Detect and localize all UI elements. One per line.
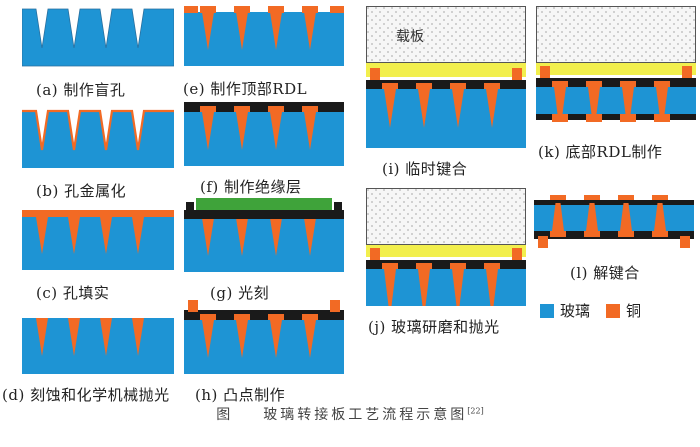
panel-f [184, 100, 344, 168]
carrier-board [366, 6, 526, 63]
panel-k-drawing [536, 6, 696, 122]
copper-swatch-icon [606, 303, 620, 318]
panel-b [22, 108, 174, 170]
copper-vias [202, 320, 316, 358]
bottom-insulation-layer [536, 114, 696, 120]
panel-l-drawing [534, 195, 694, 248]
copper-bumps [540, 66, 692, 78]
top-rdl-pads [382, 83, 500, 89]
insulation-layer [536, 78, 696, 87]
carrier-label: 载板 [396, 29, 424, 45]
caption-l: (l) 解键合 [570, 264, 640, 282]
glass-substrate [22, 318, 174, 374]
caption-k: (k) 底部RDL制作 [538, 143, 663, 161]
insulation-layer [366, 80, 526, 89]
panel-d-drawing [22, 318, 174, 374]
panel-h-drawing [184, 300, 344, 374]
glass-substrate [22, 111, 174, 168]
caption-e: (e) 制作顶部RDL [183, 80, 308, 98]
caption-g: (g) 光刻 [210, 284, 270, 302]
insulation-layer [534, 200, 694, 205]
copper-vias [384, 89, 498, 128]
panel-c-drawing [22, 210, 174, 270]
caption-i: (i) 临时键合 [382, 160, 468, 178]
copper-bumps [370, 68, 522, 80]
carrier-board [366, 188, 526, 245]
carrier-board [536, 6, 696, 63]
bottom-rdl-pads [552, 114, 670, 122]
panel-k [536, 6, 696, 126]
top-rdl-pads [184, 6, 344, 13]
panel-j [366, 188, 526, 308]
copper-vias [554, 87, 668, 114]
panel-i: 载板 [366, 6, 526, 150]
glass-substrate [22, 8, 174, 67]
panel-e-drawing [184, 6, 344, 66]
panel-g-drawing [184, 198, 344, 272]
caption-d: (d) 刻蚀和化学机械抛光 [2, 386, 170, 404]
copper-bumps [538, 236, 690, 248]
top-rdl-pads [552, 81, 670, 87]
copper-overburden [22, 210, 174, 217]
copper-vias [202, 218, 316, 256]
legend-glass-label: 玻璃 [560, 302, 591, 320]
panel-g [184, 196, 344, 274]
bottom-insulation-layer [534, 231, 694, 239]
copper-vias [36, 217, 144, 254]
caption-j: (j) 玻璃研磨和抛光 [368, 318, 500, 336]
bonding-adhesive [536, 63, 696, 75]
copper-vias [202, 12, 316, 50]
copper-bumps [370, 248, 522, 260]
panel-j-drawing [366, 188, 526, 306]
legend-glass: 玻璃 [540, 300, 590, 321]
bottom-rdl-pads [550, 231, 668, 237]
panel-c [22, 208, 174, 272]
bonding-adhesive [366, 245, 526, 257]
caption-b: (b) 孔金属化 [36, 182, 127, 200]
copper-vias [384, 269, 498, 306]
panel-h [184, 298, 344, 376]
copper-vias [552, 203, 666, 231]
figure-title: 玻璃转接板工艺流程示意图 [263, 407, 468, 423]
legend-copper: 铜 [606, 300, 641, 321]
insulation-layer [184, 210, 344, 219]
panel-i-drawing [366, 6, 526, 148]
figure-reference: [22] [467, 406, 484, 416]
panel-f-drawing [184, 102, 344, 166]
figure-label: 图 [216, 407, 234, 423]
caption-a: (a) 制作盲孔 [36, 81, 126, 99]
copper-vias [202, 112, 316, 150]
top-rdl-pads [550, 195, 668, 203]
panel-b-drawing [22, 109, 174, 168]
copper-bumps [188, 300, 340, 312]
legend-copper-label: 铜 [626, 302, 642, 320]
exposed-openings [186, 202, 342, 210]
glass-substrate [22, 216, 174, 270]
bonding-adhesive [366, 63, 526, 77]
top-rdl-pads [200, 106, 318, 112]
glass-swatch-icon [540, 303, 554, 318]
panel-a [22, 6, 174, 68]
insulation-layer [366, 260, 526, 269]
caption-f: (f) 制作绝缘层 [200, 178, 302, 196]
top-rdl-pads [200, 314, 318, 320]
panel-e [184, 4, 344, 68]
figure-caption: 图 玻璃转接板工艺流程示意图[22] [0, 404, 700, 424]
insulation-layer [184, 310, 344, 320]
seed-metal-layer [22, 109, 174, 151]
panel-l [534, 188, 694, 250]
top-rdl-pads [382, 263, 500, 269]
panel-a-drawing [22, 8, 174, 67]
caption-h: (h) 凸点制作 [195, 386, 286, 404]
copper-vias [36, 318, 144, 356]
panel-d [22, 314, 174, 376]
caption-c: (c) 孔填实 [36, 284, 110, 302]
photoresist-layer [196, 198, 332, 210]
insulation-layer [184, 102, 344, 112]
